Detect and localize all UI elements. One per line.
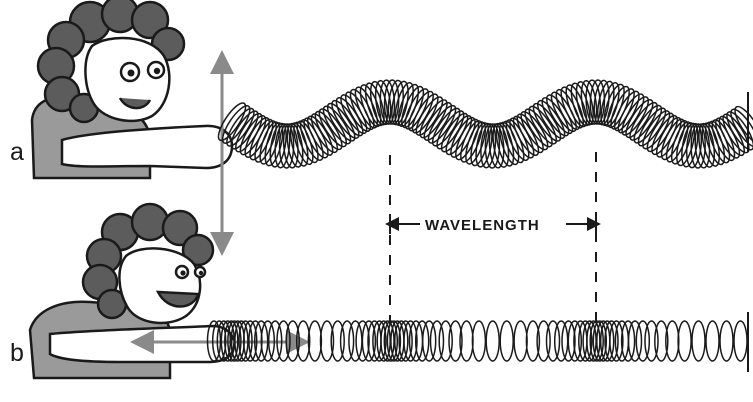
person-b	[30, 204, 234, 378]
coil-loop	[678, 321, 691, 361]
person-b-face	[119, 248, 200, 323]
coil-loop	[493, 121, 517, 167]
coil-loop	[706, 321, 719, 361]
person-a	[32, 0, 232, 178]
coil-loop	[547, 321, 560, 361]
coil-loop	[734, 321, 747, 361]
wavelength-label: WAVELENGTH	[425, 217, 540, 234]
transverse-slinky	[214, 80, 753, 169]
coil-loop	[486, 321, 499, 361]
coil-loop	[720, 321, 733, 361]
coil-loop	[500, 321, 513, 361]
coil-loop	[287, 121, 311, 167]
coil-loop	[472, 321, 485, 361]
panel-label-b: b	[10, 339, 24, 367]
coil-loop	[514, 321, 527, 361]
coil-loop	[341, 321, 354, 361]
panel-label-a: a	[10, 138, 24, 166]
person-b-arm	[50, 326, 234, 362]
coil-loop	[692, 321, 705, 361]
coil-loop	[555, 321, 568, 361]
